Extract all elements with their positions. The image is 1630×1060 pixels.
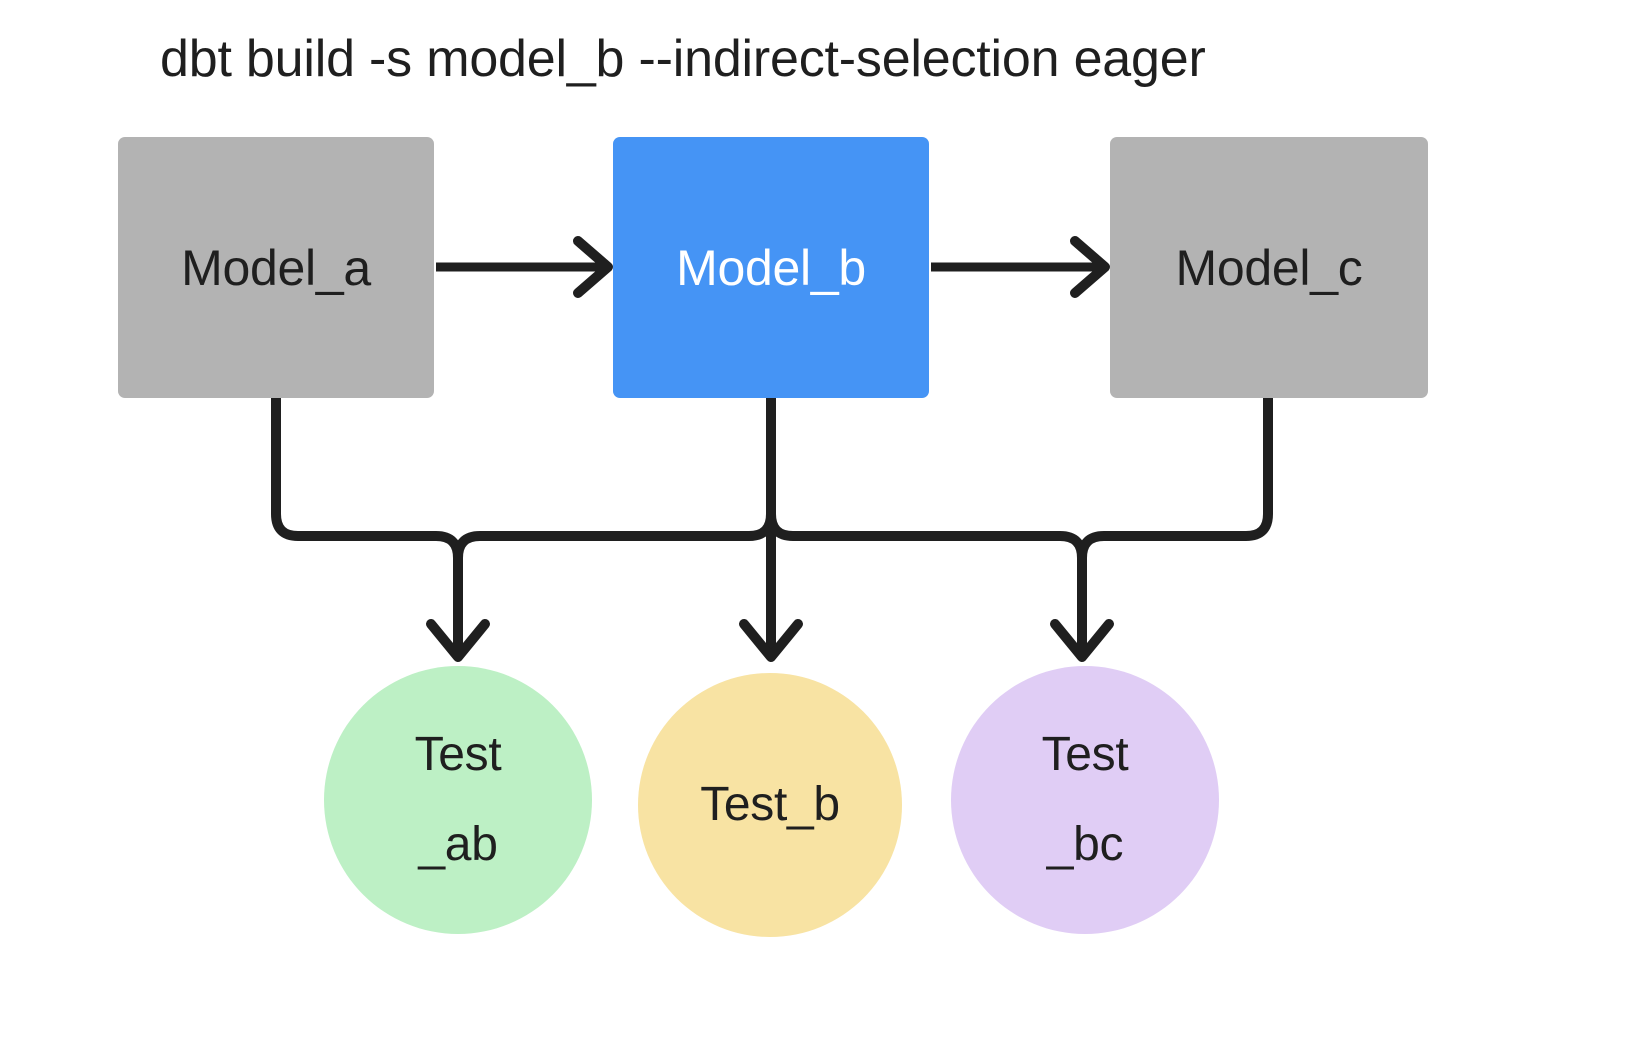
test-node-test-b[interactable]: Test_b: [638, 673, 902, 937]
model-label-model-b: Model_b: [676, 239, 866, 296]
model-label-model-a: Model_a: [181, 239, 371, 296]
edge-model-a-to-model-b: [436, 236, 613, 298]
edge-model-b-to-test-bc: [766, 398, 1114, 662]
test-label-test-ab: Test _ab: [414, 728, 502, 871]
model-node-model-c[interactable]: Model_c: [1110, 137, 1428, 398]
model-node-model-a[interactable]: Model_a: [118, 137, 434, 398]
edge-model-b-to-model-c: [931, 236, 1110, 298]
edge-model-b-to-test-b: [739, 398, 803, 662]
test-node-test-bc[interactable]: Test _bc: [951, 666, 1219, 934]
test-node-test-ab[interactable]: Test _ab: [324, 666, 592, 934]
page-title: dbt build -s model_b --indirect-selectio…: [160, 30, 1206, 88]
test-label-test-b: Test_b: [700, 778, 840, 831]
model-node-model-b[interactable]: Model_b: [613, 137, 929, 398]
test-label-test-bc: Test _bc: [1041, 728, 1129, 871]
edge-model-c-to-test-bc: [1077, 398, 1273, 559]
edge-model-b-to-test-ab: [453, 398, 776, 559]
model-label-model-c: Model_c: [1175, 239, 1363, 296]
edge-model-a-to-test-ab: [271, 398, 490, 662]
